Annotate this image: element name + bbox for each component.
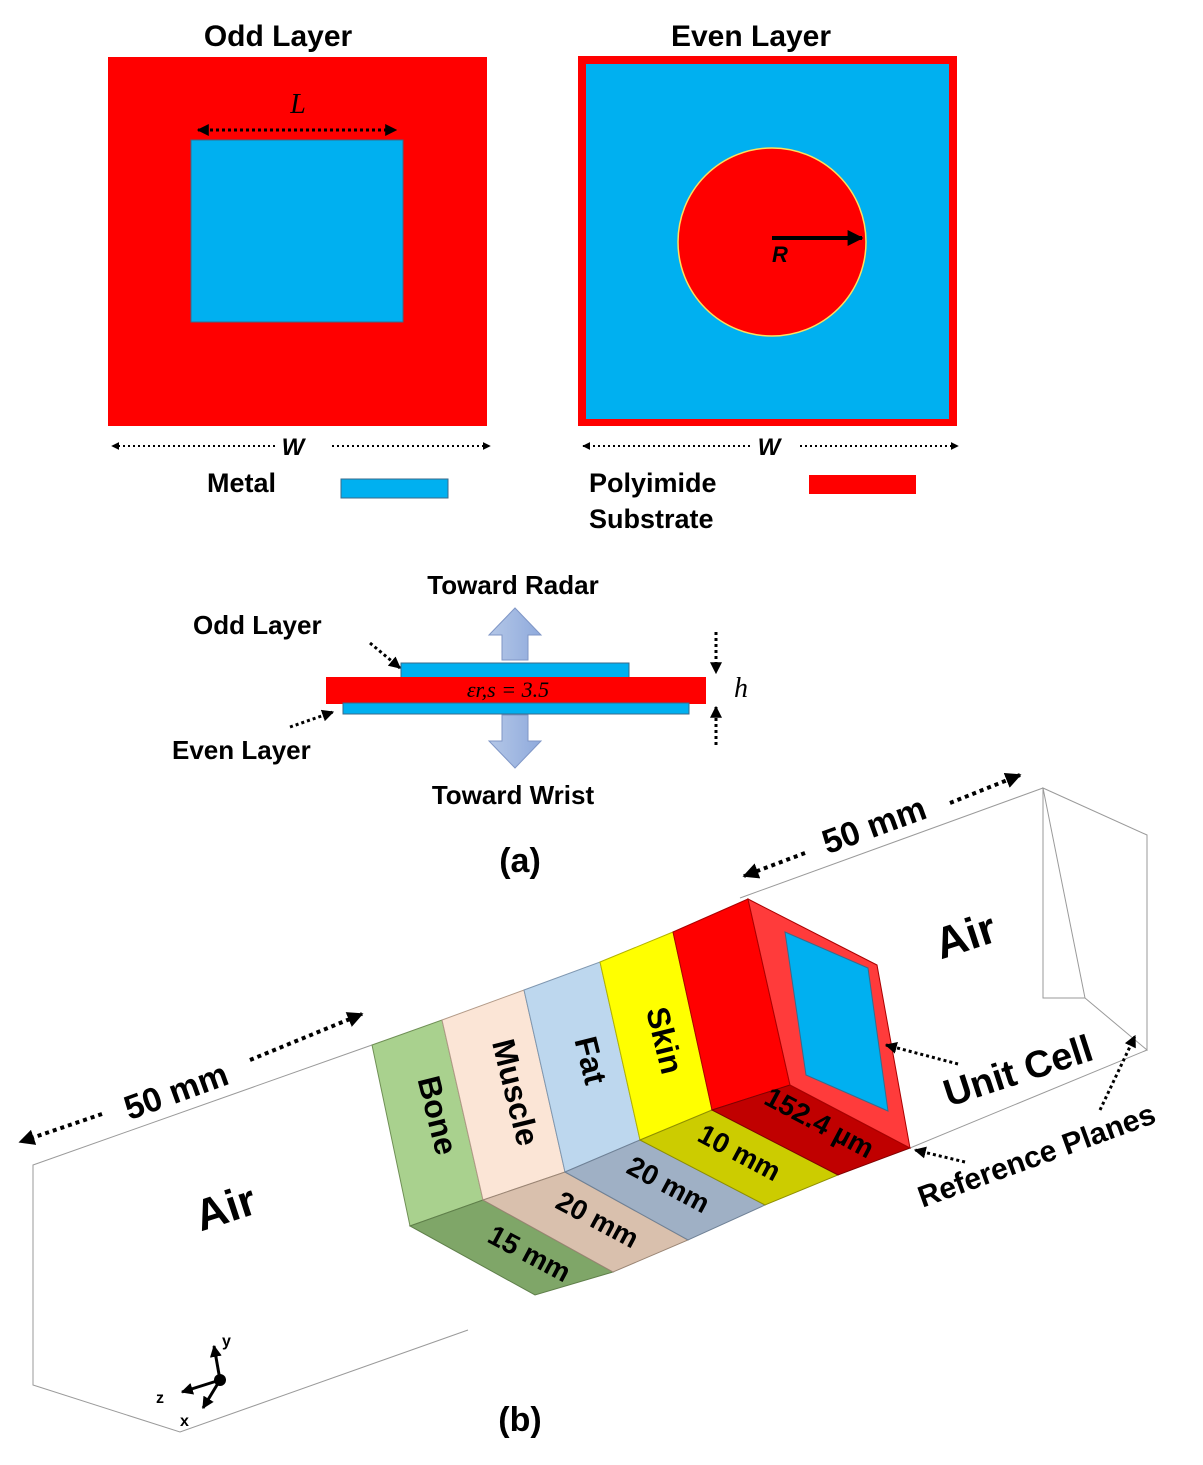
thickness-label-h: h (734, 673, 748, 704)
axis-label-y: y (222, 1333, 231, 1350)
cross-section-even-metal (342, 702, 690, 715)
legend-substrate-swatch (809, 475, 916, 494)
reference-planes-pointer-arrow-right (1098, 1034, 1137, 1111)
odd-layer-title: Odd Layer (204, 20, 353, 53)
caption-b: (b) (498, 1401, 541, 1439)
axis-label-x: x (180, 1413, 189, 1430)
cross-section-diagram: Toward Radar Odd Layer εr,s = 3.5 Even L… (172, 570, 748, 810)
caption-a: (a) (499, 842, 541, 880)
arrow-down-toward-wrist (487, 714, 543, 769)
odd-layer-metal-patch (190, 139, 404, 323)
legend-substrate-label-line1: Polyimide (589, 468, 717, 498)
air-label-left: Air (189, 1175, 262, 1240)
dim-arrow-left-a (18, 1112, 103, 1145)
unit-cell-pointer-arrow (884, 1041, 959, 1066)
cross-section-odd-metal (400, 662, 630, 679)
toward-radar-label: Toward Radar (427, 570, 598, 600)
odd-layer-diagram: Odd Layer L W (108, 20, 491, 461)
tissue-stack (371, 898, 912, 1296)
even-layer-pointer-label: Even Layer (172, 735, 311, 765)
dim-label-right: 50 mm (817, 789, 931, 862)
odd-layer-pointer-arrow (369, 641, 401, 670)
dim-arrow-right-a (742, 851, 806, 879)
dimension-label-L: L (289, 89, 306, 120)
axis-label-z: z (156, 1390, 164, 1407)
panel-a: Odd Layer L W Even Layer R W Metal Polyi… (108, 20, 959, 880)
coordinate-axes-icon: y z x (156, 1333, 231, 1430)
panel-b: Bone Muscle Fat Skin 15 mm 20 mm 20 mm 1… (18, 772, 1160, 1439)
even-layer-pointer-arrow (289, 709, 335, 729)
legend-metal-swatch (340, 478, 449, 499)
even-layer-circular-slot (677, 147, 867, 337)
dim-arrow-left-b (249, 1012, 364, 1062)
legend-substrate-label-line2: Substrate (589, 504, 714, 534)
unit-cell-label: Unit Cell (939, 1028, 1099, 1116)
odd-layer-pointer-label: Odd Layer (193, 610, 322, 640)
dim-label-left: 50 mm (119, 1055, 233, 1128)
even-layer-diagram: Even Layer R W (578, 20, 959, 461)
legend-metal-label: Metal (207, 468, 276, 498)
reference-planes-pointer-arrow-left (913, 1146, 966, 1164)
arrow-up-toward-radar (487, 607, 543, 661)
dimension-label-W-even: W (758, 434, 783, 461)
air-label-right: Air (929, 903, 1002, 968)
air-box (32, 787, 1148, 1433)
dimension-label-W-odd: W (282, 434, 307, 461)
even-layer-title: Even Layer (671, 20, 831, 53)
radius-label-R: R (772, 242, 788, 267)
cross-section-substrate (326, 677, 706, 704)
dim-arrow-right-b (949, 772, 1022, 805)
toward-wrist-label: Toward Wrist (432, 780, 595, 810)
permittivity-label: εr,s = 3.5 (467, 677, 549, 702)
material-legend: Metal Polyimide Substrate (207, 468, 916, 534)
unit-cell-metal-patch (784, 931, 889, 1112)
